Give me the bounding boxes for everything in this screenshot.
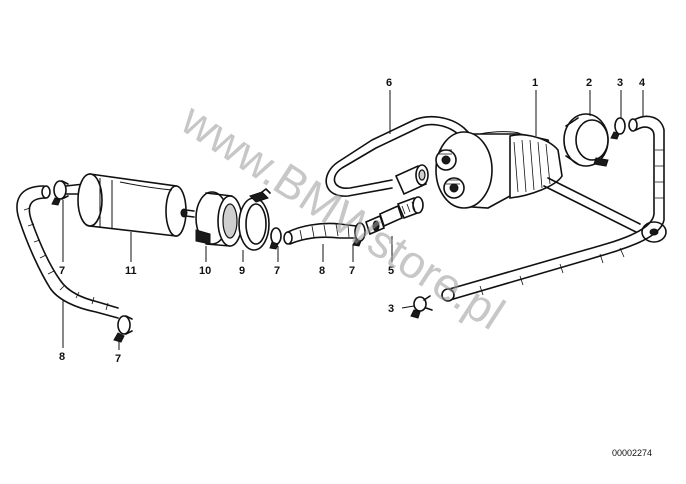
callout-hose-clip: 9 — [239, 265, 245, 277]
pressure-line-6 — [325, 115, 471, 197]
hose-right-4 — [441, 115, 665, 302]
callout-clamp-lower: 3 — [388, 303, 394, 315]
hose-clamp-mid-right — [352, 222, 366, 247]
hose-mid-8 — [283, 222, 357, 245]
callout-leaders — [62, 90, 644, 350]
callout-hose-mid: 8 — [319, 265, 325, 277]
pump-mounting-bracket — [543, 177, 667, 243]
hose-clamp-left-top — [51, 180, 69, 206]
callout-clamp-mid: 7 — [349, 265, 355, 277]
check-valve-5 — [365, 196, 424, 236]
hose-clamp-3-top — [610, 117, 626, 140]
hose-clamp-left-bottom — [113, 315, 133, 343]
hose-clamp-3-bottom — [410, 295, 433, 319]
callout-fuel-filter: 11 — [125, 265, 137, 277]
callout-fuel-pump: 1 — [532, 77, 538, 89]
callout-clamp-filter-out: 7 — [274, 265, 280, 277]
callout-hose-right: 4 — [639, 77, 646, 89]
callout-check-valve: 5 — [388, 265, 394, 277]
callout-clamp-left-hose: 7 — [59, 265, 65, 277]
callout-labels: 1 2 3 4 6 5 3 7 11 10 9 7 8 7 8 7 — [59, 77, 646, 365]
callout-filter-ring: 10 — [199, 265, 211, 277]
pump-ring-2 — [563, 113, 609, 167]
hose-clip-9 — [238, 188, 271, 251]
callout-hose-left: 8 — [59, 351, 65, 363]
filter-mounting-ring-10 — [195, 191, 243, 247]
callout-clamp-right: 3 — [617, 77, 623, 89]
fuel-pump-1 — [435, 131, 563, 209]
fuel-filter-11 — [77, 173, 195, 237]
callout-clamp-left-end: 7 — [115, 353, 121, 365]
callout-pressure-line: 6 — [386, 77, 392, 89]
callout-pump-ring: 2 — [586, 77, 592, 89]
hose-clamp-mid-left — [269, 227, 282, 250]
hose-left-8 — [16, 185, 119, 319]
document-id: 00002274 — [612, 448, 652, 458]
